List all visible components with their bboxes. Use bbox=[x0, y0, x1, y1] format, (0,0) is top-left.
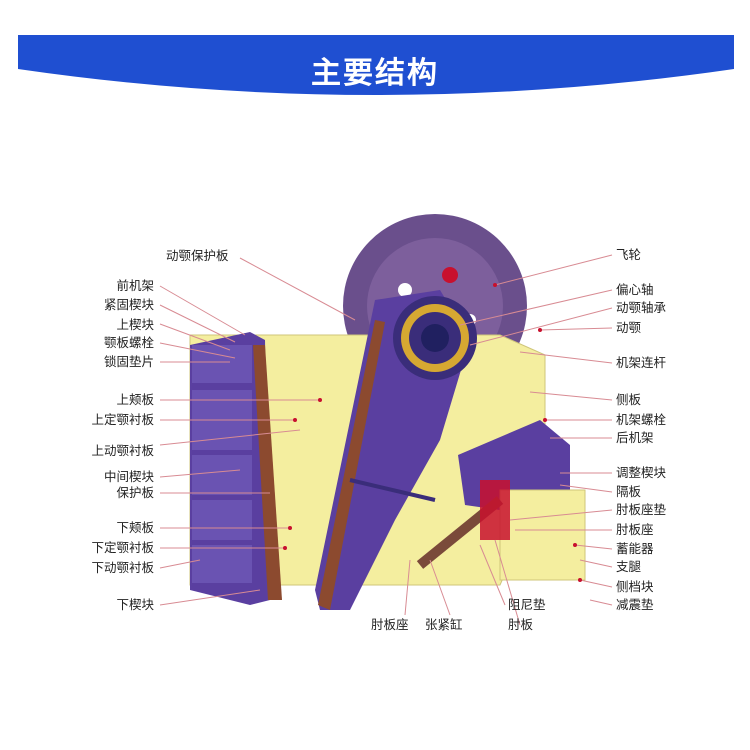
header-banner bbox=[18, 35, 734, 95]
label-right-0: 飞轮 bbox=[616, 247, 642, 262]
label-left-2: 上楔块 bbox=[116, 317, 154, 332]
label-right-4: 机架连杆 bbox=[616, 355, 667, 370]
label-left-6: 上定颚衬板 bbox=[91, 412, 154, 427]
label-right-3: 动颚 bbox=[616, 320, 642, 335]
label-bottom-1: 张紧缸 bbox=[425, 617, 463, 632]
label-left-8: 中间楔块 bbox=[103, 469, 154, 484]
label-right-7: 后机架 bbox=[616, 430, 654, 445]
label-left-7: 上动颚衬板 bbox=[91, 443, 154, 458]
label-right-10: 肘板座垫 bbox=[616, 502, 667, 517]
label-right-2: 动颚轴承 bbox=[616, 300, 667, 315]
label-right-1: 偏心轴 bbox=[616, 282, 654, 297]
label-left-13: 下楔块 bbox=[116, 597, 154, 612]
label-bottom-2: 阻尼垫 bbox=[508, 597, 546, 612]
label-right-5: 侧板 bbox=[616, 392, 642, 407]
label-left-0: 前机架 bbox=[116, 278, 154, 293]
label-right-15: 减震垫 bbox=[616, 597, 654, 612]
label-right-13: 支腿 bbox=[616, 559, 642, 574]
label-right-9: 隔板 bbox=[616, 484, 642, 499]
label-left-11: 下定颚衬板 bbox=[91, 540, 154, 555]
label-left-9: 保护板 bbox=[116, 485, 154, 500]
label-left-5: 上颊板 bbox=[116, 392, 154, 407]
label-left-12: 下动颚衬板 bbox=[91, 560, 154, 575]
label-left-10: 下颊板 bbox=[116, 520, 154, 535]
label-bottom-0: 肘板座 bbox=[371, 617, 409, 632]
label-movable-jaw-guard: 动颚保护板 bbox=[166, 248, 229, 263]
page-title: 主要结构 bbox=[311, 56, 439, 91]
label-right-8: 调整楔块 bbox=[616, 465, 667, 480]
label-right-12: 蓄能器 bbox=[616, 541, 654, 556]
label-left-4: 锁固垫片 bbox=[103, 354, 154, 369]
label-right-6: 机架螺栓 bbox=[616, 412, 667, 427]
label-right-14: 侧档块 bbox=[616, 579, 654, 594]
label-right-11: 肘板座 bbox=[616, 522, 654, 537]
label-left-3: 颚板螺栓 bbox=[103, 335, 154, 350]
label-left-1: 紧固楔块 bbox=[103, 297, 154, 312]
label-bottom-3: 肘板 bbox=[508, 617, 534, 632]
